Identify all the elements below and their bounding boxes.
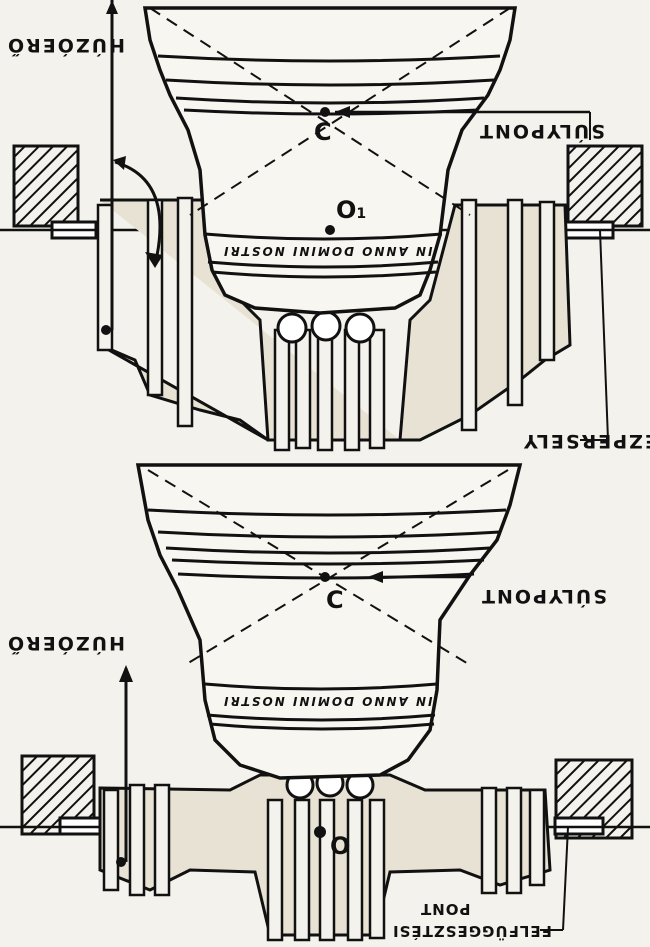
top-point-o1-sub: 1 — [356, 206, 367, 222]
bottom-bell — [135, 463, 523, 780]
bottom-bell-inscription: IN ANNO DOMINI NOSTRI — [222, 694, 433, 708]
top-point-o1: O1 — [336, 196, 366, 224]
top-original-axis-label: REZPERSELY — [522, 430, 650, 452]
top-point-c: C — [314, 118, 332, 146]
top-wall-right — [566, 144, 644, 228]
bottom-lift-force-label: HÚZÓERŐ — [6, 632, 126, 654]
bottom-point-o: O — [330, 832, 351, 860]
top-center-of-gravity-label: SÚLYPONT — [478, 120, 605, 142]
top-wall-left — [12, 144, 80, 228]
top-bell-inscription: IN ANNO DOMINI NOSTRI — [222, 244, 433, 258]
bottom-suspension-label-line1: FELFÜGGESZTÉSI — [392, 922, 552, 940]
bottom-suspension-label-line2: PONT — [420, 900, 471, 918]
bottom-point-c: C — [326, 586, 344, 614]
top-lift-force-label: HÚZÓERŐ — [6, 34, 126, 56]
top-figure — [0, 0, 650, 452]
bottom-figure — [0, 463, 650, 942]
bottom-center-of-gravity-label: SÚLYPONT — [480, 585, 607, 607]
top-point-o1-letter: O — [336, 196, 357, 224]
